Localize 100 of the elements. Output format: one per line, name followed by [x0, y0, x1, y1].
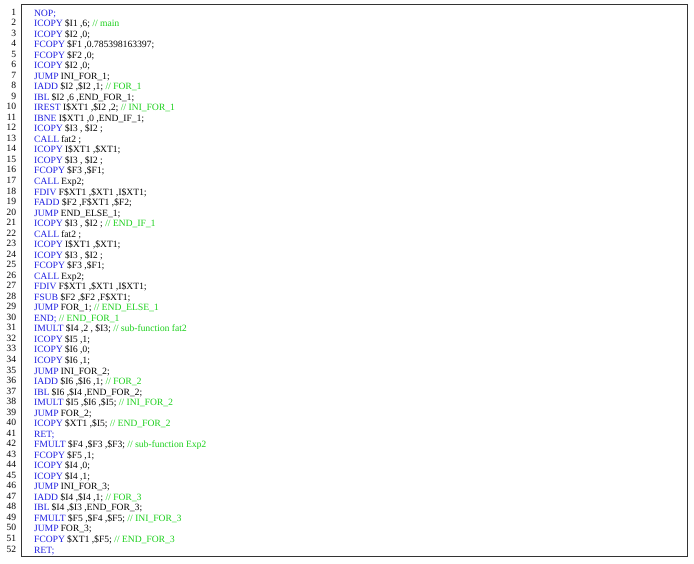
- line-number: 17: [5, 176, 16, 186]
- code-line: ICOPY $XT1 ,$I5; // END_FOR_2: [34, 419, 170, 430]
- code-line: FMULT $F5 ,$F4 ,$F5; // INI_FOR_3: [34, 514, 182, 524]
- code-line: NOP;: [34, 8, 56, 18]
- line-number: 35: [5, 366, 16, 376]
- code-line: IBL $I2 ,6 ,END_FOR_1;: [34, 92, 134, 103]
- line-number: 25: [5, 260, 16, 270]
- code-line: IADD $I2 ,$I2 ,1; // FOR_1: [34, 82, 142, 92]
- code-line: JUMP END_ELSE_1;: [34, 208, 120, 219]
- code-line: ICOPY $I6 ,1;: [34, 356, 90, 366]
- line-number: 10: [5, 102, 16, 112]
- code-line: ICOPY $I3 , $I2 ; // END_IF_1: [34, 219, 156, 230]
- code-line: JUMP FOR_2;: [34, 408, 92, 419]
- line-number: 23: [5, 239, 16, 250]
- line-number: 26: [5, 270, 16, 281]
- line-number: 24: [5, 250, 16, 260]
- code-line: CALL fat2 ;: [34, 134, 82, 145]
- code-line: JUMP INI_FOR_1;: [34, 72, 110, 82]
- code-line: RET;: [34, 430, 54, 440]
- line-number: 43: [5, 450, 16, 460]
- code-line: FCOPY $F2 ,0;: [34, 50, 94, 61]
- code-line: ICOPY $I3 , $I2 ;: [34, 156, 103, 166]
- line-number: 8: [10, 81, 16, 92]
- line-number: 12: [5, 123, 16, 134]
- code-line: ICOPY $I2 ,0;: [34, 61, 90, 72]
- line-number: 29: [5, 302, 16, 312]
- line-number: 28: [5, 292, 16, 302]
- code-line: RET;: [34, 546, 54, 556]
- line-number: 7: [10, 70, 16, 81]
- code-line: IADD $I6 ,$I6 ,1; // FOR_2: [34, 377, 142, 388]
- code-line: FMULT $F4 ,$F3 ,$F3; // sub-function Exp2: [34, 440, 206, 450]
- line-number: 48: [5, 502, 16, 512]
- code-line: ICOPY I$XT1 ,$XT1;: [34, 145, 120, 156]
- line-number: 51: [5, 534, 16, 544]
- code-line: FADD $F2 ,F$XT1 ,$F2;: [34, 198, 132, 208]
- listing-frame: [21, 4, 688, 557]
- line-number: 20: [5, 208, 16, 218]
- code-line: FCOPY $F1 ,0.785398163397;: [34, 40, 154, 50]
- line-number: 21: [5, 218, 16, 228]
- code-line: ICOPY $I2 ,0;: [34, 30, 90, 40]
- code-line: JUMP INI_FOR_3;: [34, 482, 110, 492]
- line-number: 39: [5, 408, 16, 418]
- line-number: 18: [5, 186, 16, 196]
- code-line: IMULT $I4 ,2 , $I3; // sub-function fat2: [34, 324, 187, 334]
- code-line: IBL $I4 ,$I3 ,END_FOR_3;: [34, 503, 142, 514]
- line-number: 38: [5, 397, 16, 408]
- code-line: FCOPY $F3 ,$F1;: [34, 261, 104, 272]
- code-line: ICOPY $I3 , $I2 ;: [34, 124, 103, 134]
- line-number: 15: [5, 154, 16, 165]
- code-line: FSUB $F2 ,$F2 ,F$XT1;: [34, 292, 130, 303]
- code-line: CALL Exp2;: [34, 176, 84, 187]
- line-number: 44: [5, 460, 16, 470]
- code-line: ICOPY $I4 ,1;: [34, 472, 90, 482]
- code-line: FCOPY $F5 ,1;: [34, 450, 94, 461]
- line-number: 34: [5, 354, 16, 365]
- line-number: 45: [5, 470, 16, 481]
- line-number: 32: [5, 334, 16, 344]
- code-line: CALL Exp2;: [34, 272, 84, 282]
- code-line: FDIV F$XT1 ,$XT1 ,I$XT1;: [34, 188, 147, 198]
- line-number: 47: [5, 492, 16, 502]
- line-number: 5: [10, 50, 16, 60]
- line-number: 22: [5, 228, 16, 239]
- line-number: 42: [5, 439, 16, 450]
- line-number: 49: [5, 512, 16, 523]
- code-line: IMULT $I5 ,$I6 ,$I5; // INI_FOR_2: [34, 398, 173, 408]
- line-number: 46: [5, 481, 16, 492]
- code-line: ICOPY $I3 , $I2 ;: [34, 250, 103, 261]
- line-number: 11: [6, 112, 16, 123]
- line-number: 27: [5, 281, 16, 292]
- line-number: 41: [5, 428, 16, 439]
- line-number: 14: [5, 144, 16, 154]
- line-number: 1: [10, 8, 16, 18]
- code-line: JUMP FOR_3;: [34, 524, 92, 534]
- code-line: FCOPY $F3 ,$F1;: [34, 166, 104, 176]
- code-line: JUMP FOR_1; // END_ELSE_1: [34, 303, 159, 314]
- code-line: CALL fat2 ;: [34, 230, 82, 240]
- line-number: 4: [10, 39, 16, 50]
- code-line: IREST I$XT1 ,$I2 ,2; // INI_FOR_1: [34, 103, 175, 114]
- code-line: ICOPY $I5 ,1;: [34, 334, 90, 345]
- code-line: ICOPY $I4 ,0;: [34, 461, 90, 472]
- code-line: FCOPY $XT1 ,$F5; // END_FOR_3: [34, 535, 175, 545]
- line-number: 2: [10, 18, 16, 28]
- code-line: IBL $I6 ,$I4 ,END_FOR_2;: [34, 388, 142, 398]
- code-line: FDIV F$XT1 ,$XT1 ,I$XT1;: [34, 282, 147, 292]
- line-number: 13: [5, 134, 16, 144]
- line-number: 40: [5, 418, 16, 428]
- line-number: 16: [5, 165, 16, 176]
- line-number: 19: [5, 197, 16, 208]
- line-number: 33: [5, 344, 16, 354]
- line-number: 50: [5, 523, 16, 534]
- code-line: ICOPY $I1 ,6; // main: [34, 19, 120, 30]
- code-line: ICOPY $I6 ,0;: [34, 345, 90, 356]
- line-number: 52: [5, 544, 16, 555]
- line-number: 6: [10, 60, 16, 70]
- line-number: 36: [5, 376, 16, 386]
- code-line: ICOPY I$XT1 ,$XT1;: [34, 240, 120, 250]
- line-number: 9: [10, 92, 16, 102]
- code-line: IADD $I4 ,$I4 ,1; // FOR_3: [34, 492, 142, 503]
- line-number: 37: [5, 386, 16, 397]
- code-line: JUMP INI_FOR_2;: [34, 366, 110, 377]
